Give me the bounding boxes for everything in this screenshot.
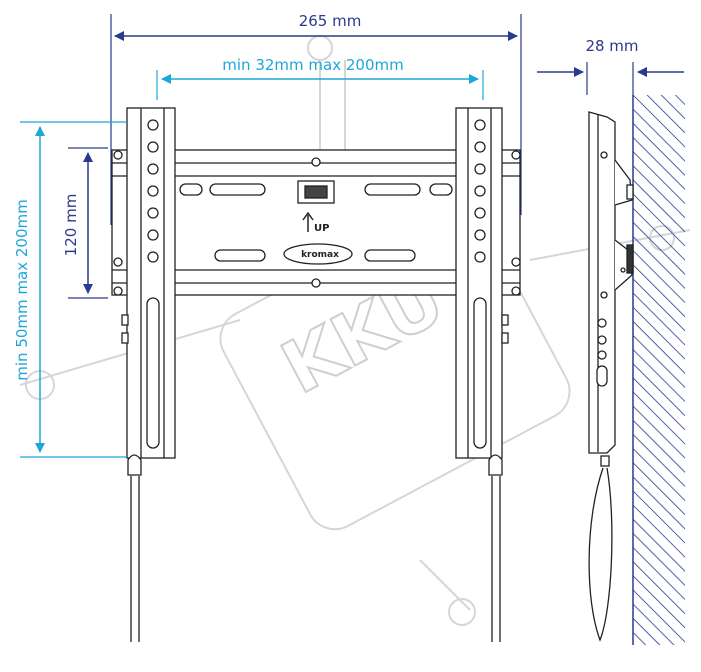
screw-icon xyxy=(597,350,607,360)
plate-slot xyxy=(209,183,266,196)
profile-spacer xyxy=(626,244,634,274)
arm-hole xyxy=(147,251,159,263)
screw-icon xyxy=(597,318,607,328)
plate-slot xyxy=(364,183,421,196)
overall-width-label: 265 mm xyxy=(299,12,362,30)
screw-icon xyxy=(597,335,607,345)
arm-clip xyxy=(121,332,129,344)
arm-hole xyxy=(474,163,486,175)
vertical-range-label: min 50mm max 200mm xyxy=(13,199,31,380)
level-lock-window xyxy=(304,185,328,199)
cord-latch xyxy=(488,454,503,476)
up-arrow-head-icon xyxy=(302,211,314,221)
arm-hole xyxy=(474,207,486,219)
vertical-range-dimension: min 50mm max 200mm xyxy=(13,121,126,458)
bracket-height-label: 120 mm xyxy=(62,194,80,257)
profile-slot xyxy=(596,365,608,387)
arm-clip xyxy=(501,314,509,326)
screw-icon xyxy=(113,286,123,296)
profile-arm xyxy=(588,111,616,454)
screw-icon xyxy=(620,267,626,273)
arm-slot xyxy=(146,297,160,449)
brand-name: kromax xyxy=(301,250,339,260)
arm-hole xyxy=(147,207,159,219)
plate-slot xyxy=(364,249,416,262)
cord-latch xyxy=(600,455,610,467)
arm-clip xyxy=(501,332,509,344)
screw-icon xyxy=(311,278,321,288)
arm-clip xyxy=(121,314,129,326)
screw-icon xyxy=(311,157,321,167)
arm-hole xyxy=(147,185,159,197)
arm-hole xyxy=(147,119,159,131)
wall-hatching xyxy=(633,95,685,645)
arm-hole xyxy=(147,229,159,241)
watermark-line xyxy=(419,559,471,611)
watermark-circle xyxy=(448,598,476,626)
profile-depth-label: 28 mm xyxy=(585,37,638,55)
screw-icon xyxy=(600,291,608,299)
screw-icon xyxy=(511,150,521,160)
plate-slot xyxy=(179,183,203,196)
brand-badge xyxy=(283,243,353,265)
wall-plate-frame xyxy=(111,149,521,296)
left-arm xyxy=(121,107,176,642)
up-indicator: UP xyxy=(302,211,329,234)
screw-icon xyxy=(600,151,608,159)
arm-hole xyxy=(474,251,486,263)
arm-hole xyxy=(474,141,486,153)
cord-latch xyxy=(127,454,142,476)
overall-width-dimension: 265 mm xyxy=(110,12,522,225)
arm-slot xyxy=(473,297,487,449)
arm-hole xyxy=(147,141,159,153)
horizontal-range-label: min 32mm max 200mm xyxy=(222,56,403,74)
screw-icon xyxy=(511,257,521,267)
wall-plate xyxy=(111,149,521,296)
up-label: UP xyxy=(314,223,329,234)
arm-hole xyxy=(474,185,486,197)
side-profile xyxy=(588,111,634,642)
screw-icon xyxy=(113,257,123,267)
arm-hole xyxy=(474,119,486,131)
profile-spacer xyxy=(626,184,634,200)
arm-hole xyxy=(147,163,159,175)
safety-cord-loop xyxy=(588,467,613,642)
arm-hole xyxy=(474,229,486,241)
right-arm xyxy=(455,107,509,642)
plate-slot xyxy=(429,183,453,196)
profile-depth-dimension: 28 mm xyxy=(537,37,684,95)
screw-icon xyxy=(113,150,123,160)
screw-icon xyxy=(511,286,521,296)
plate-slot xyxy=(214,249,266,262)
bracket-height-dimension: 120 mm xyxy=(62,147,108,299)
horizontal-range-dimension: min 32mm max 200mm xyxy=(156,56,484,100)
